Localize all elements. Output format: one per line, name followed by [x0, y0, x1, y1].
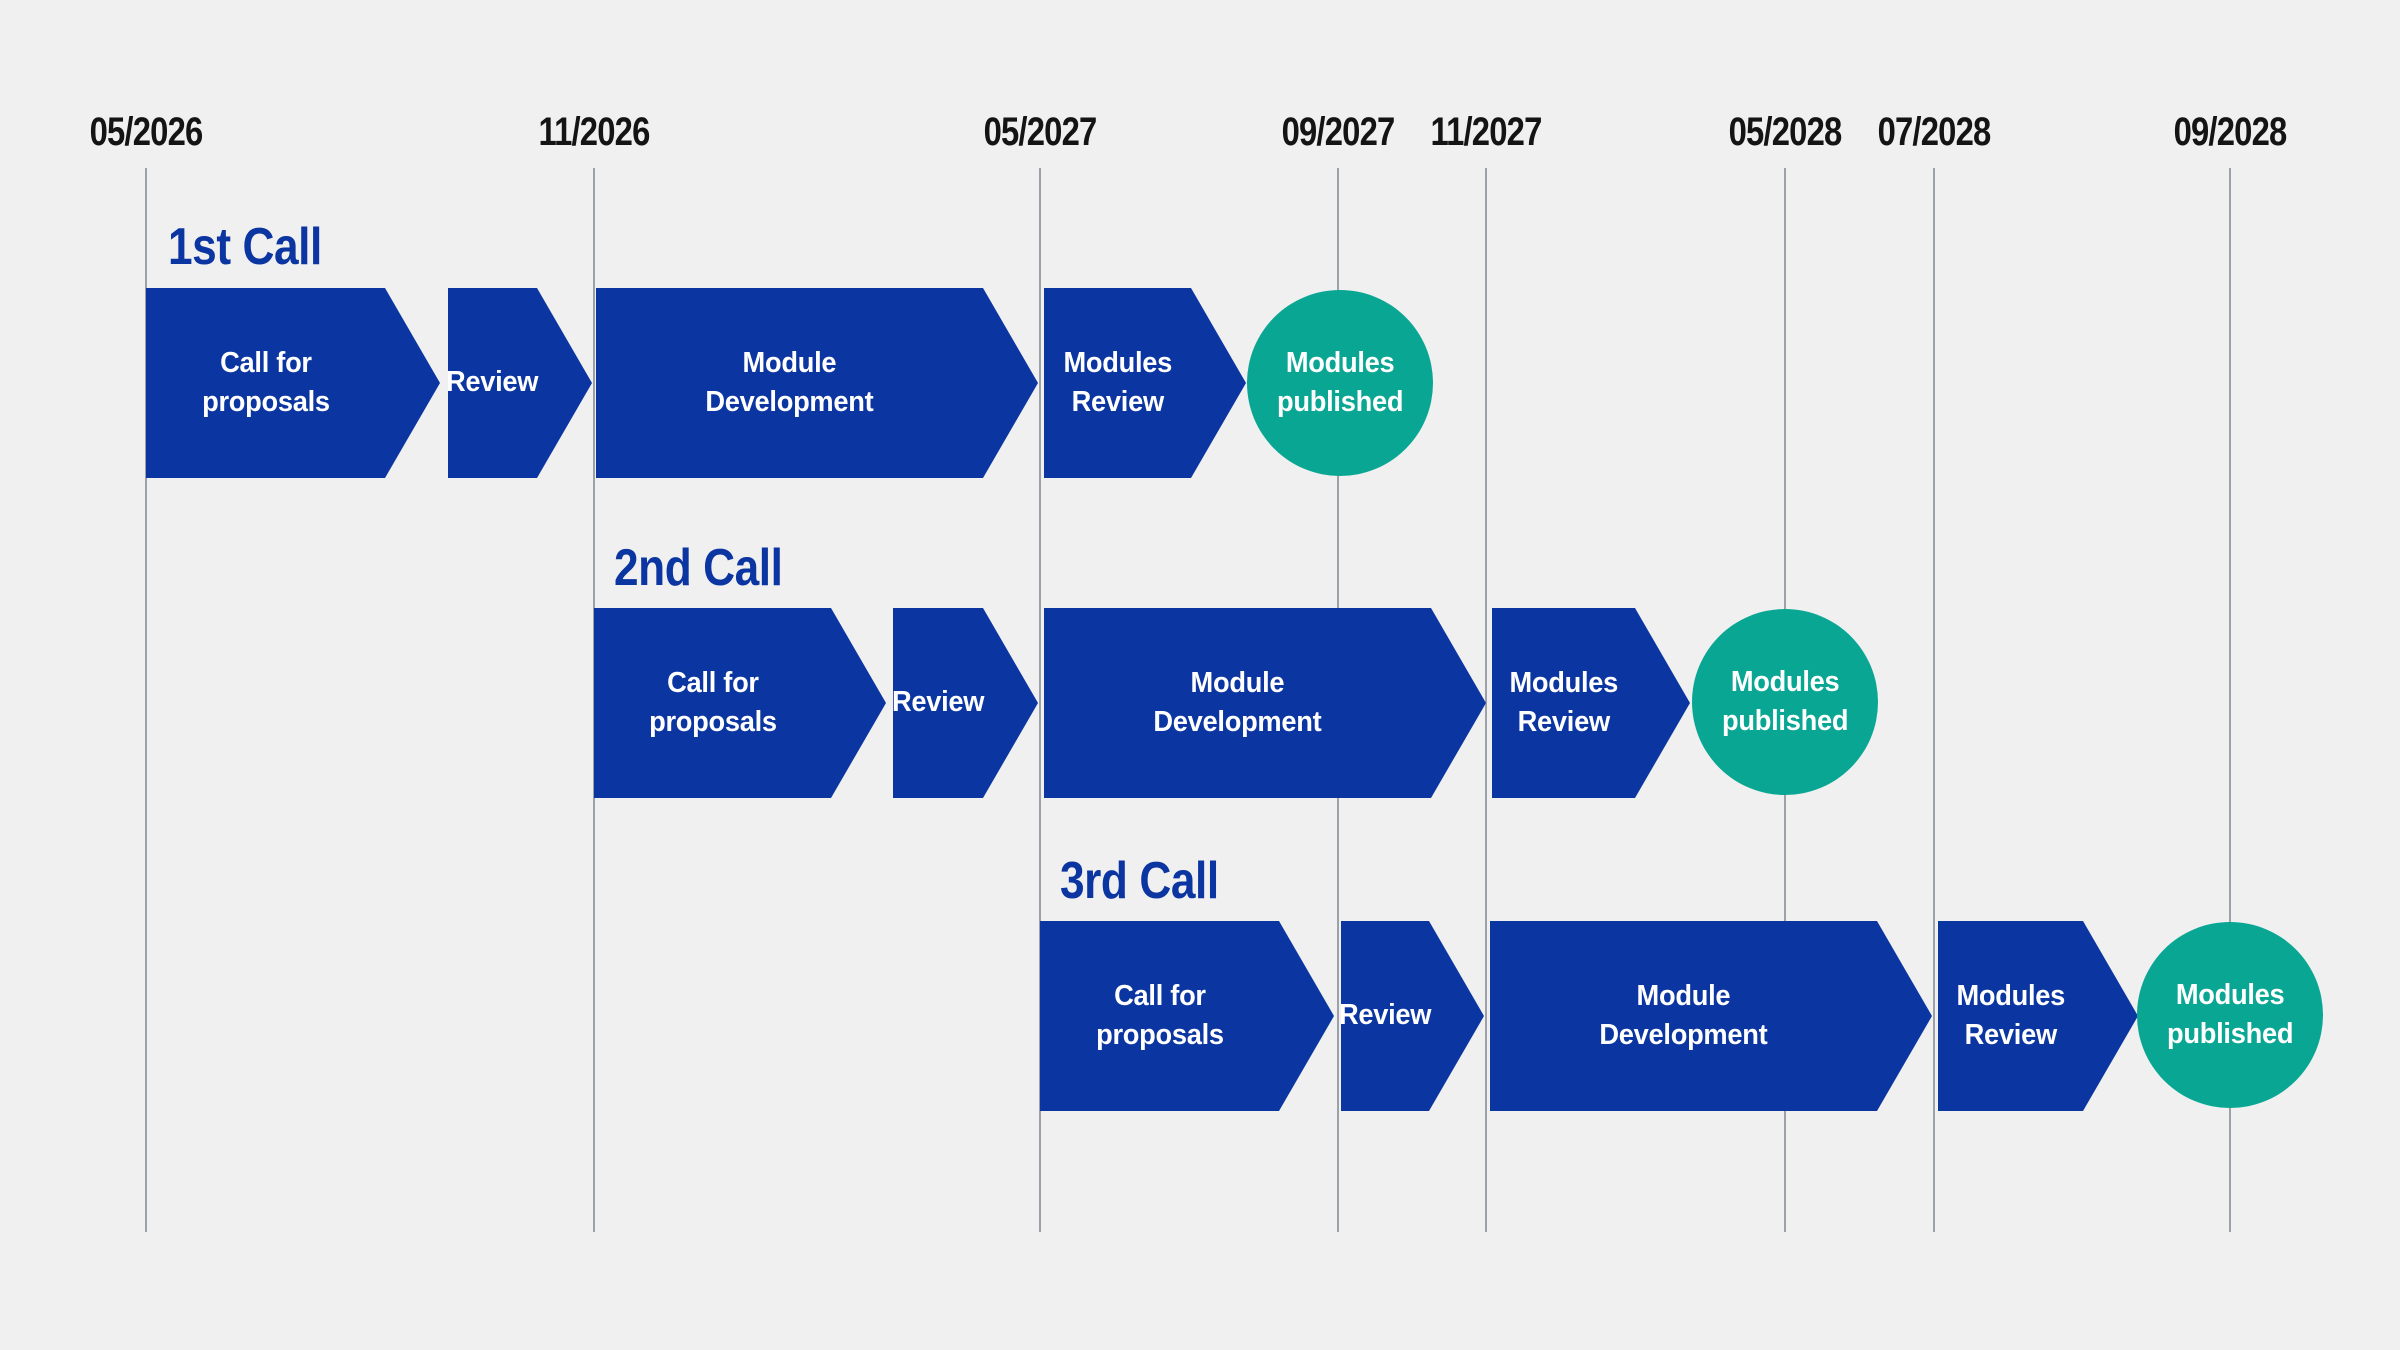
- timeline-gridline: [1039, 168, 1041, 1232]
- timeline-gridline: [1933, 168, 1935, 1232]
- milestone-label: Modules published: [2166, 978, 2294, 1050]
- stage-label: Modules Review: [1063, 346, 1172, 418]
- stage-label: Module Development: [1599, 979, 1768, 1051]
- stage-arrow-call-for-proposals: Call for proposals: [594, 608, 886, 798]
- milestone-label: Modules published: [1276, 346, 1404, 418]
- stage-label: Modules Review: [1509, 666, 1618, 738]
- stage-arrow-review: Review: [1341, 921, 1484, 1111]
- stage-arrow-module-development: Module Development: [596, 288, 1038, 478]
- timeline-gridline: [2229, 168, 2231, 1232]
- stage-label: Review: [1338, 999, 1432, 1032]
- row-heading-1st-call: 1st Call: [168, 218, 322, 276]
- stage-label: Call for proposals: [648, 666, 777, 738]
- stage-label: Modules Review: [1956, 979, 2065, 1051]
- timeline-date-label: 09/2027: [1281, 110, 1396, 154]
- stage-arrow-modules-review: Modules Review: [1492, 608, 1690, 798]
- timeline-gridline: [145, 168, 147, 1232]
- stage-arrow-module-development: Module Development: [1490, 921, 1932, 1111]
- timeline-date-label: 07/2028: [1877, 110, 1992, 154]
- milestone-circle-modules-published: Modules published: [2137, 922, 2323, 1108]
- stage-label: Module Development: [1153, 666, 1322, 738]
- timeline-gridline: [1485, 168, 1487, 1232]
- timeline-date-label: 09/2028: [2173, 110, 2288, 154]
- timeline-date-label: 05/2028: [1728, 110, 1843, 154]
- stage-label: Call for proposals: [1095, 979, 1224, 1051]
- milestone-circle-modules-published: Modules published: [1692, 609, 1878, 795]
- stage-arrow-modules-review: Modules Review: [1938, 921, 2138, 1111]
- milestone-label: Modules published: [1721, 665, 1849, 737]
- timeline-date-label: 11/2026: [538, 110, 650, 154]
- timeline-date-label: 05/2027: [983, 110, 1098, 154]
- timeline-date-label: 05/2026: [89, 110, 204, 154]
- stage-arrow-modules-review: Modules Review: [1044, 288, 1246, 478]
- stage-label: Review: [891, 686, 985, 719]
- row-heading-2nd-call: 2nd Call: [614, 539, 783, 597]
- stage-arrow-call-for-proposals: Call for proposals: [146, 288, 440, 478]
- row-heading-3rd-call: 3rd Call: [1060, 852, 1219, 910]
- milestone-circle-modules-published: Modules published: [1247, 290, 1433, 476]
- stage-arrow-module-development: Module Development: [1044, 608, 1486, 798]
- stage-label: Review: [446, 366, 539, 399]
- timeline-date-label: 11/2027: [1430, 110, 1542, 154]
- stage-arrow-review: Review: [448, 288, 592, 478]
- stage-arrow-review: Review: [893, 608, 1038, 798]
- stage-label: Call for proposals: [201, 346, 330, 418]
- stage-label: Module Development: [705, 346, 874, 418]
- stage-arrow-call-for-proposals: Call for proposals: [1040, 921, 1334, 1111]
